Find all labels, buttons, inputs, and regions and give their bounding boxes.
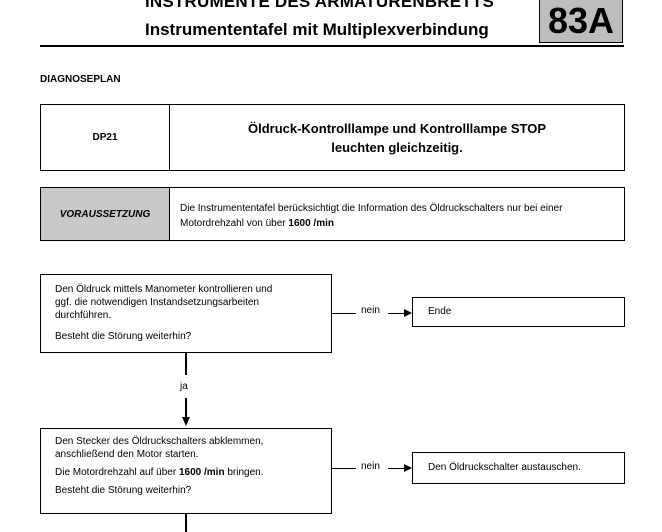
step2-no-label: nein — [361, 461, 380, 472]
section-code-badge: 83A — [539, 0, 623, 43]
header-divider — [40, 45, 624, 47]
document-subtitle: Instrumententafel mit Multiplexverbindun… — [145, 20, 489, 39]
step2-rpm-value: 1600 /min — [178, 467, 225, 478]
yes-arrowhead — [182, 417, 190, 426]
step2-line3: Die Motordrehzahl auf über 1600 /min bri… — [55, 466, 321, 479]
precondition-line2: Motordrehzahl von über 1600 /min — [180, 216, 616, 231]
yes-label: ja — [180, 381, 188, 392]
step1-line1: Den Öldruck mittels Manometer kontrollie… — [55, 284, 273, 295]
step2-result-box: Den Öldruckschalter austauschen. — [412, 452, 625, 484]
diagnosis-title: Öldruck-Kontrolllampe und Kontrolllampe … — [170, 105, 624, 170]
step1-line2: ggf. die notwendigen Instandsetzungsarbe… — [55, 297, 260, 308]
step2-no-arrowhead — [404, 464, 412, 472]
precondition-rpm-value: 1600 /min — [288, 218, 334, 229]
step1-no-arrow-line — [388, 313, 405, 314]
step1-no-arrowhead — [404, 309, 412, 317]
diagnosis-header-box: DP21 Öldruck-Kontrolllampe und Kontrolll… — [40, 104, 625, 171]
step-box-2: Den Stecker des Öldruckschalters abklemm… — [40, 428, 332, 514]
precondition-label: VORAUSSETZUNG — [41, 188, 170, 240]
section-label: DIAGNOSEPLAN — [40, 74, 121, 85]
step2-result-text: Den Öldruckschalter austauschen. — [428, 462, 581, 473]
yes-connector-top — [185, 353, 187, 375]
step1-result-text: Ende — [428, 306, 452, 317]
step2-continue-connector — [185, 514, 187, 532]
step2-line1: Den Stecker des Öldruckschalters abklemm… — [55, 436, 264, 447]
step2-no-arrow-line — [388, 468, 405, 469]
yes-connector-bottom — [185, 398, 187, 418]
step1-question: Besteht die Störung weiterhin? — [55, 331, 192, 342]
step2-question: Besteht die Störung weiterhin? — [55, 485, 192, 496]
step1-no-label: nein — [361, 305, 380, 316]
precondition-text: Die Instrumententafel berücksichtigt die… — [180, 201, 616, 231]
document-title: INSTRUMENTE DES ARMATURENBRETTS — [145, 0, 495, 11]
step2-line3-text: Die Motordrehzahl auf über — [55, 467, 179, 478]
step2-no-connector — [332, 468, 356, 469]
step1-result-box: Ende — [412, 297, 625, 327]
precondition-line2-text: Motordrehzahl von über — [180, 218, 289, 229]
diagnosis-code: DP21 — [41, 105, 170, 170]
step-box-1: Den Öldruck mittels Manometer kontrollie… — [40, 274, 332, 353]
step1-line3: durchführen. — [55, 310, 112, 321]
step1-no-connector — [332, 313, 356, 314]
step2-line3-suffix: bringen. — [224, 467, 264, 478]
precondition-box: VORAUSSETZUNG Die Instrumententafel berü… — [40, 187, 625, 241]
step2-line2: anschließend den Motor starten. — [55, 449, 199, 460]
diagnosis-title-line2: leuchten gleichzeitig. — [331, 139, 463, 155]
precondition-line1: Die Instrumententafel berücksichtigt die… — [180, 203, 563, 214]
diagnosis-title-line1: Öldruck-Kontrolllampe und Kontrolllampe … — [247, 120, 547, 136]
